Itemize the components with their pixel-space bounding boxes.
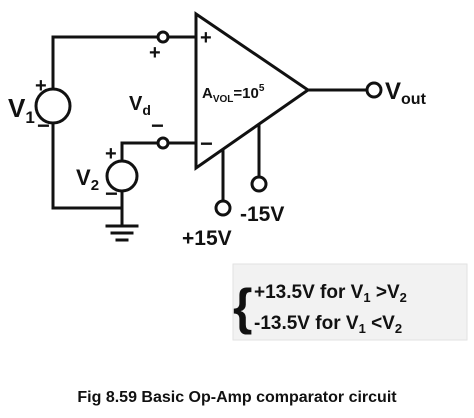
wire-v1-to-plus-terminal (51, 35, 160, 91)
source-v1-plus-sign: + (35, 75, 47, 97)
terminal-minus-sign: − (151, 113, 164, 138)
inverting-input-terminal (156, 136, 170, 150)
source-v1-minus-sign: − (37, 113, 50, 138)
positive-supply-terminal (214, 199, 232, 217)
ground-symbol (105, 224, 139, 242)
source-v2-symbol (105, 159, 139, 193)
opamp-triangle (194, 11, 311, 171)
output-terminal (365, 81, 383, 99)
wire-v2-to-minus-terminal (120, 141, 160, 164)
opamp-noninverting-sign: + (200, 27, 212, 49)
negative-supply-terminal (250, 175, 268, 193)
negative-supply-label: -15V (240, 203, 284, 226)
source-v2-label: V2 (76, 165, 99, 194)
output-conditions-box (232, 263, 468, 341)
conditions-brace: { (233, 279, 252, 335)
source-v2-minus-sign: − (105, 181, 118, 206)
condition-line-high: +13.5V for V1 >V2 (254, 282, 407, 305)
terminal-plus-sign: + (149, 42, 161, 64)
opamp-gain-label: AVOL=105 (202, 83, 265, 105)
opamp-inverting-sign: − (200, 131, 213, 156)
output-label: Vout (385, 78, 427, 108)
wire-v1-to-ground (51, 122, 124, 210)
positive-supply-label: +15V (182, 227, 232, 250)
source-v2-plus-sign: + (105, 143, 117, 165)
source-v1-label: V1 (8, 93, 35, 127)
differential-voltage-label: Vd (129, 93, 151, 118)
figure-caption: Fig 8.59 Basic Op-Amp comparator circuit (77, 389, 397, 406)
source-v1-symbol (34, 87, 72, 125)
noninverting-input-terminal (156, 30, 170, 44)
circuit-wires (51, 35, 368, 228)
condition-line-low: -13.5V for V1 <V2 (254, 313, 402, 336)
